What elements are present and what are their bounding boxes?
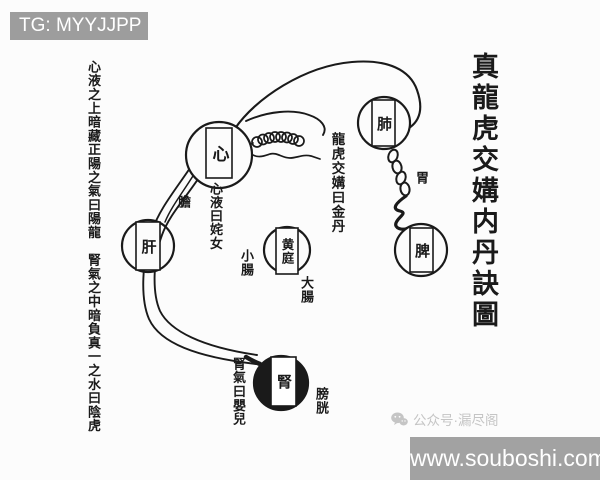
heart-fluid-label: 心液曰姹女 — [208, 182, 223, 250]
yellow-court-cartouche — [275, 227, 299, 275]
kidney-qi-label: 腎氣曰嬰兒 — [231, 357, 246, 426]
spleen-cartouche — [409, 227, 434, 273]
wechat-watermark-text: 公众号·漏尽阁 — [413, 413, 499, 428]
stomach-label: 胃 — [414, 171, 429, 184]
bladder-label: 膀胱 — [314, 387, 329, 415]
golden-elixir-label: 龍虎交媾曰金丹 — [329, 132, 345, 234]
lung-cartouche — [371, 99, 396, 147]
inner-curve — [245, 110, 326, 136]
tube-outer — [142, 158, 257, 365]
organ-liver-label: 肝 — [139, 238, 156, 254]
liver-circle — [120, 218, 176, 274]
diagram-title: 真龍虎交媾内丹訣圖 — [468, 52, 498, 331]
wechat-watermark: 公众号·漏尽阁 — [391, 410, 499, 428]
liver-cartouche — [135, 221, 161, 271]
website-watermark-bar: www.souboshi.com — [410, 437, 600, 480]
chain-knot — [393, 194, 410, 231]
wavy-line — [249, 152, 321, 160]
organ-spleen-label: 脾 — [413, 242, 429, 258]
large-intestine-label: 大腸 — [299, 276, 314, 304]
wechat-icon — [391, 412, 408, 425]
tube-inner — [153, 166, 258, 356]
kidney-cartouche — [270, 356, 297, 407]
small-intestine-label: 小腸 — [239, 249, 254, 277]
heart-cartouche — [205, 127, 233, 179]
chain-links — [387, 148, 411, 197]
organ-heart-label: 心 — [209, 144, 229, 162]
organ-lung-label: 肺 — [375, 115, 391, 131]
telegram-watermark-badge: TG: MYYJJPP — [10, 12, 148, 40]
coil-spiral — [251, 131, 305, 148]
organ-yellow-court-label: 黄庭 — [279, 237, 294, 265]
outer-loop-curve — [232, 60, 422, 132]
gallbladder-label: 膽 — [176, 195, 191, 208]
organ-kidney-label: 腎 — [275, 374, 291, 389]
left-verse: 心液之上暗藏正陽之氣曰陽龍 腎氣之中暗負真一之水曰陰虎 — [86, 60, 101, 433]
tube-end-thick — [243, 354, 263, 367]
